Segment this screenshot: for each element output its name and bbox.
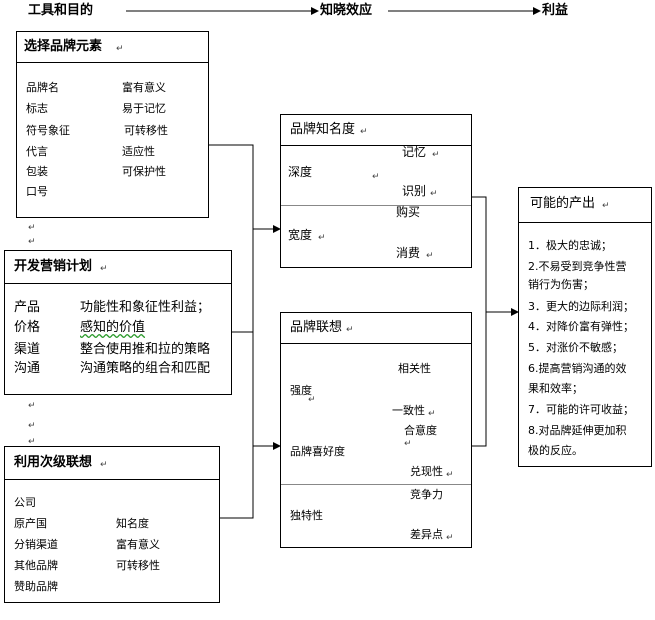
- marketing-program-box: [4, 250, 232, 395]
- flow-label-benefit: 利益: [542, 3, 569, 18]
- criterion-adaptable: 适应性: [122, 145, 155, 158]
- marketing-left-product: 产品: [14, 300, 41, 315]
- association-differentiation: 差异点: [410, 528, 443, 541]
- brand-awareness-title: 品牌知名度: [290, 122, 356, 137]
- association-desirability: 合意度: [404, 424, 437, 437]
- outcome-line: 1．极大的忠诚；: [528, 239, 612, 252]
- marketing-right-communication: 沟通策略的组合和匹配: [80, 361, 211, 376]
- brand-elements-title: 选择品牌元素: [24, 39, 103, 54]
- marketing-right-product: 功能性和象征性利益；: [80, 300, 211, 315]
- para-mark: ↵: [602, 201, 610, 211]
- result-awareness: 知名度: [116, 517, 149, 530]
- para-mark: ↵: [428, 409, 436, 419]
- element-packaging: 包装: [26, 165, 48, 178]
- outcome-line: 果和效率；: [528, 382, 583, 395]
- marketing-left-communication: 沟通: [14, 361, 41, 376]
- source-other-brands: 其他品牌: [14, 559, 58, 572]
- flow-label-awareness-effect: 知晓效应: [320, 3, 373, 18]
- para-mark: ↵: [100, 460, 108, 470]
- para-mark: ↵: [346, 325, 354, 335]
- marketing-left-channel: 渠道: [14, 342, 41, 357]
- result-transferable: 可转移性: [116, 559, 160, 572]
- marketing-right-price: 感知的价值: [80, 320, 146, 335]
- association-strength-label: 强度: [290, 384, 312, 397]
- secondary-associations-box: [4, 446, 220, 603]
- association-competitiveness: 竞争力: [410, 488, 443, 501]
- outcome-line: 4．对降价富有弹性；: [528, 320, 634, 333]
- para-mark: ↵: [430, 189, 438, 199]
- para-mark: ↵: [446, 533, 454, 543]
- element-symbol: 符号象征: [26, 124, 70, 137]
- para-mark: ↵: [426, 251, 434, 261]
- source-sponsor-brands: 赞助品牌: [14, 580, 58, 593]
- criterion-meaningful: 富有意义: [122, 81, 166, 94]
- para-mark: ↵: [432, 150, 440, 160]
- para-mark: ↵: [28, 437, 36, 447]
- para-mark: ↵: [28, 401, 36, 411]
- para-mark: ↵: [28, 237, 36, 247]
- association-consistency: 一致性: [392, 404, 425, 417]
- awareness-breadth-label: 宽度: [288, 228, 313, 242]
- para-mark: ↵: [28, 223, 36, 233]
- marketing-program-title: 开发营销计划: [14, 259, 93, 274]
- marketing-left-price: 价格: [14, 320, 41, 335]
- awareness-recognition: 识别: [402, 184, 427, 198]
- para-mark: ↵: [446, 470, 454, 480]
- criterion-memorable: 易于记忆: [122, 102, 166, 115]
- brand-awareness-box: [280, 114, 472, 268]
- criterion-transferable: 可转移性: [124, 124, 168, 137]
- para-mark: ↵: [360, 127, 368, 137]
- source-distribution-channel: 分销渠道: [14, 538, 58, 551]
- association-deliverability: 兑现性: [410, 465, 443, 478]
- awareness-depth-label: 深度: [288, 165, 313, 179]
- element-brand-name: 品牌名: [26, 81, 59, 94]
- element-spokesperson: 代言: [26, 145, 48, 158]
- para-mark: ↵: [404, 439, 412, 449]
- outcome-line: 5．对涨价不敏感；: [528, 341, 623, 354]
- result-meaningful: 富有意义: [116, 538, 160, 551]
- source-company: 公司: [14, 496, 36, 509]
- possible-outcomes-title: 可能的产出: [530, 196, 596, 211]
- outcome-line: 8.对品牌延伸更加积: [528, 424, 627, 437]
- awareness-recall: 记忆: [402, 145, 427, 159]
- brand-elements-box: [16, 31, 209, 218]
- flow-label-tools-goals: 工具和目的: [28, 3, 94, 18]
- para-mark: ↵: [100, 264, 108, 274]
- element-slogan: 口号: [26, 185, 48, 198]
- secondary-associations-title: 利用次级联想: [14, 455, 93, 470]
- para-mark: ↵: [308, 395, 316, 405]
- criterion-protectable: 可保护性: [122, 165, 166, 178]
- outcome-line: 极的反应。: [528, 444, 583, 457]
- para-mark: ↵: [28, 421, 36, 431]
- brand-associations-box: [280, 312, 472, 548]
- brand-associations-title: 品牌联想: [290, 320, 343, 335]
- para-mark: ↵: [116, 44, 124, 54]
- awareness-consumption: 消费: [396, 246, 421, 260]
- marketing-right-channel: 整合使用推和拉的策略: [80, 342, 211, 357]
- element-logo: 标志: [26, 102, 48, 115]
- outcome-line: 7．可能的许可收益；: [528, 403, 634, 416]
- outcome-line: 3．更大的边际利润；: [528, 300, 634, 313]
- possible-outcomes-box: [518, 187, 652, 467]
- outcome-line: 销行为伤害；: [528, 278, 594, 291]
- outcome-line: 2.不易受到竞争性营: [528, 260, 627, 273]
- association-relevance: 相关性: [398, 362, 431, 375]
- association-uniqueness-label: 独特性: [290, 509, 323, 522]
- para-mark: ↵: [318, 233, 326, 243]
- association-favorability-label: 品牌喜好度: [290, 445, 345, 458]
- outcome-line: 6.提高营销沟通的效: [528, 362, 627, 375]
- awareness-purchase: 购买: [396, 205, 421, 219]
- para-mark: ↵: [372, 172, 380, 182]
- source-country-of-origin: 原产国: [14, 517, 47, 530]
